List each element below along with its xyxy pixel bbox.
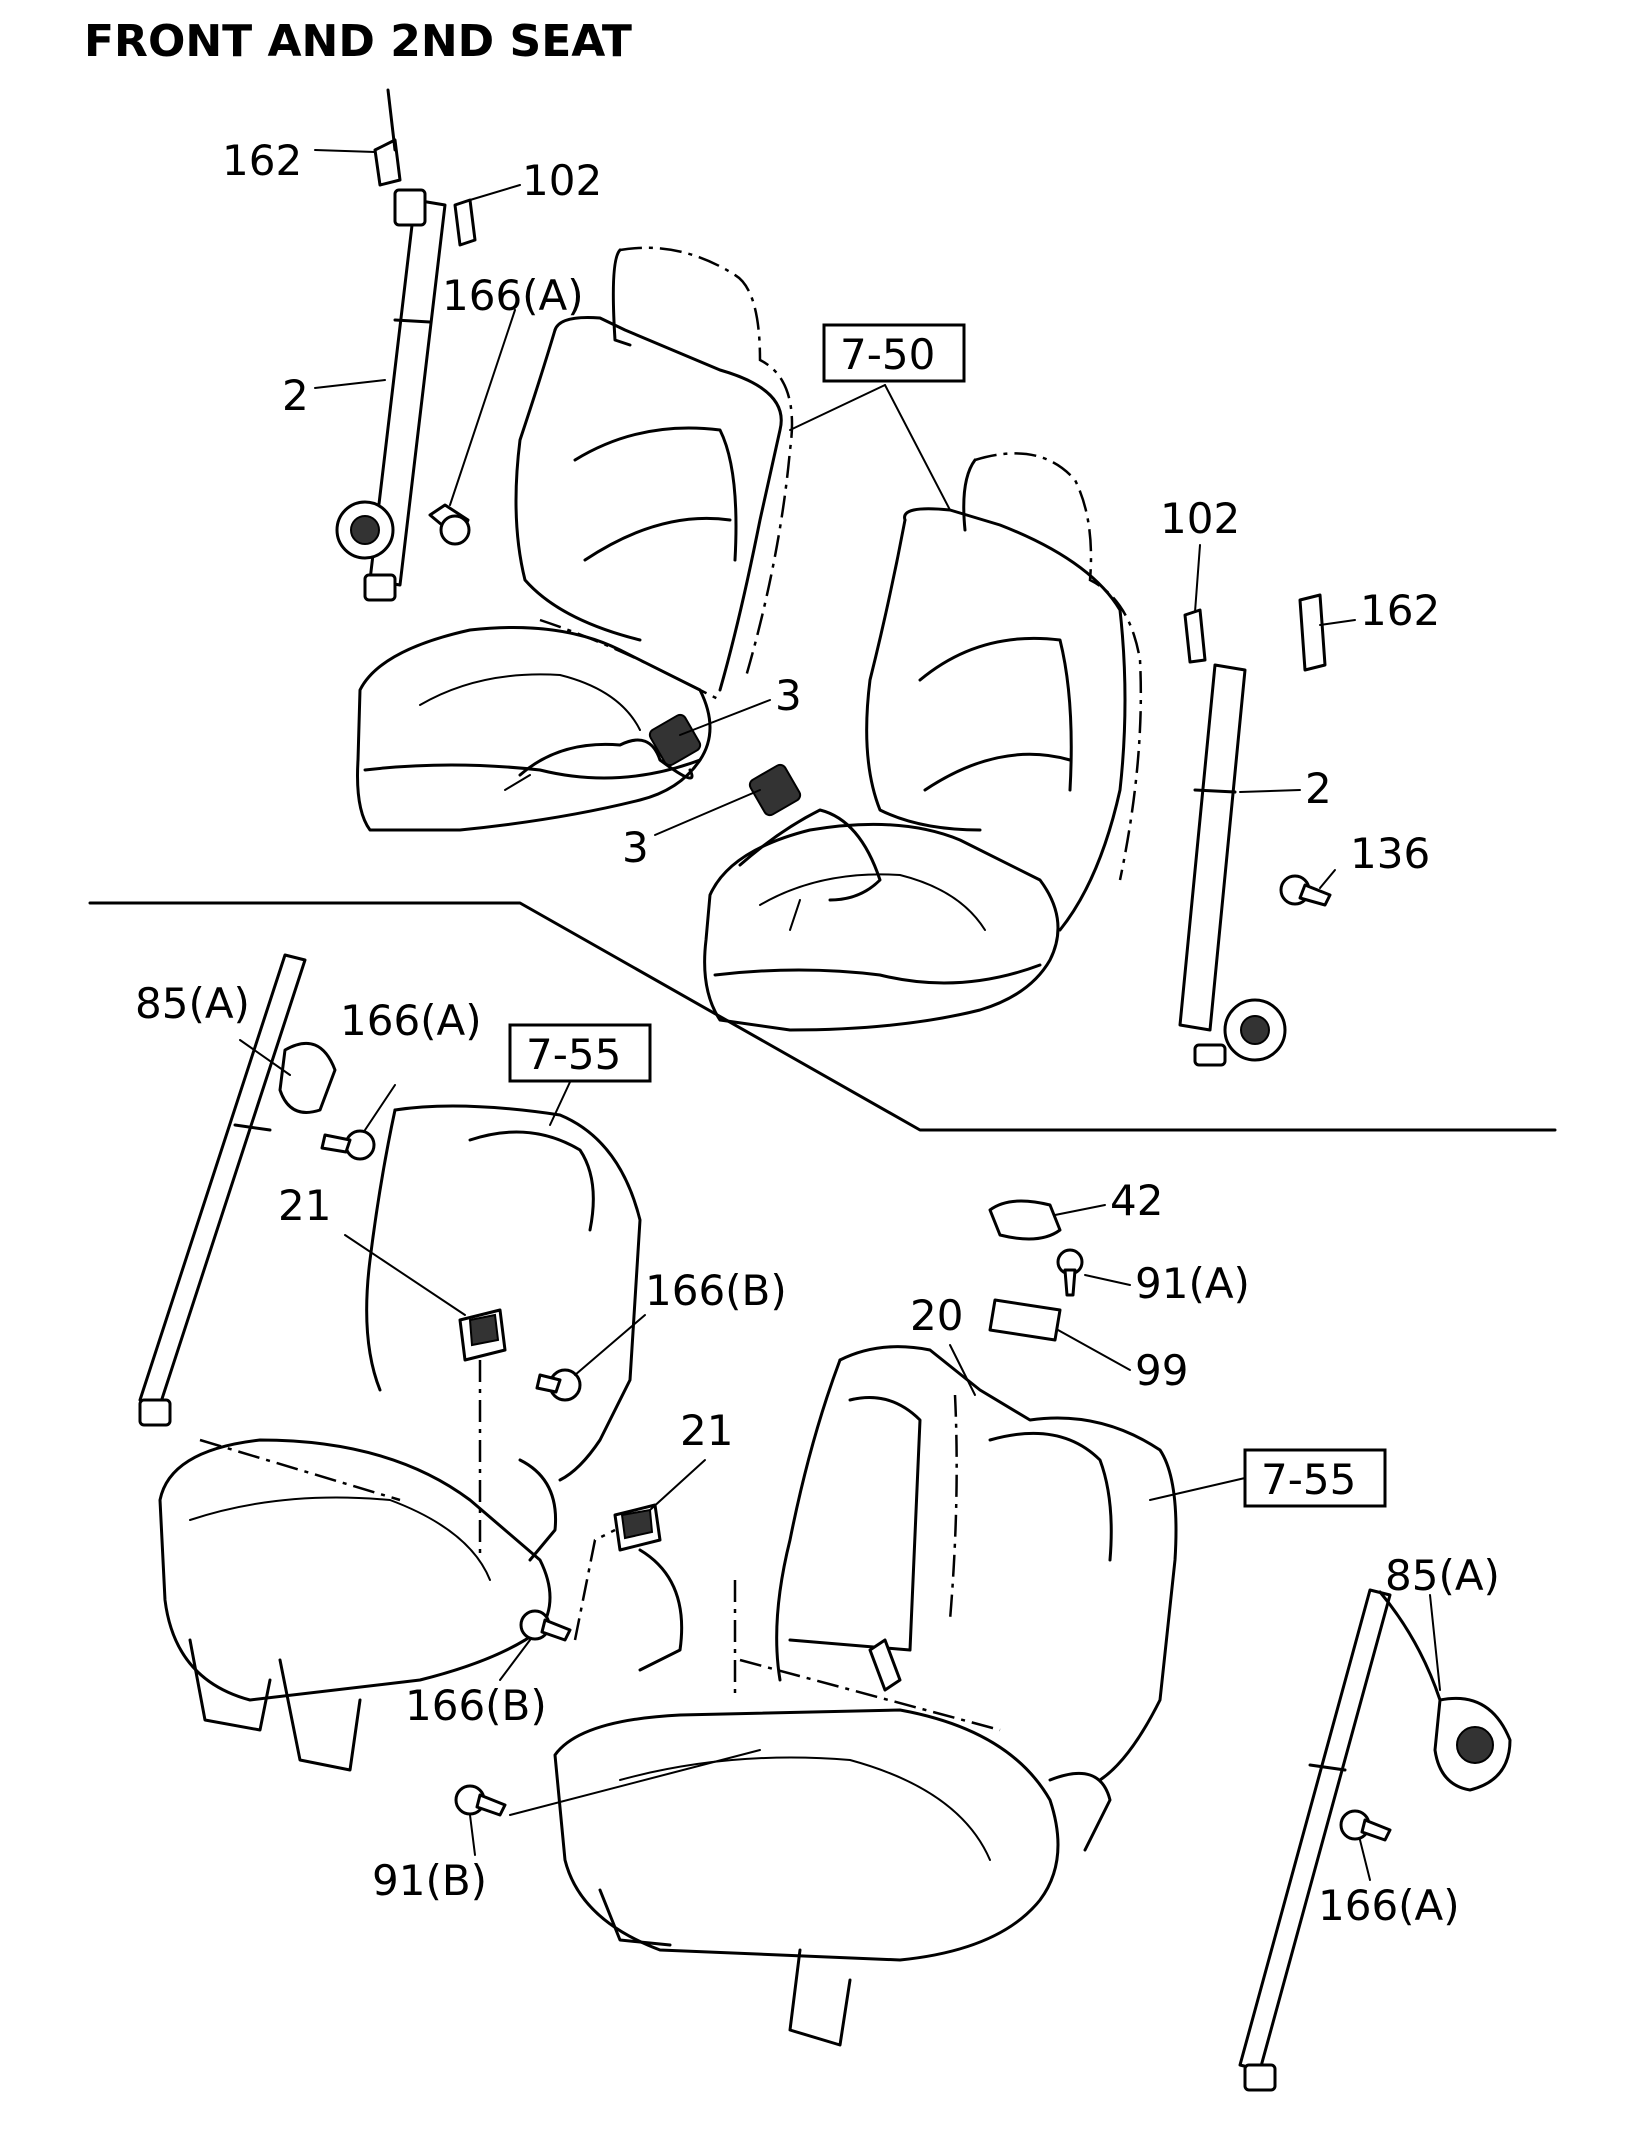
callout-166a-top[interactable]: 166(A) — [442, 271, 584, 320]
callout-99[interactable]: 99 — [1135, 1346, 1188, 1395]
callout-166a-bottom[interactable]: 166(A) — [1318, 1881, 1460, 1930]
callout-102-left[interactable]: 102 — [522, 156, 602, 205]
callout-21-a[interactable]: 21 — [278, 1181, 331, 1230]
callout-162-left[interactable]: 162 — [222, 136, 302, 185]
ref-box-second-seat-right[interactable]: 7-55 — [1243, 1448, 1387, 1508]
callout-2-right[interactable]: 2 — [1305, 764, 1332, 813]
callout-2-left[interactable]: 2 — [282, 371, 309, 420]
front-seat-right — [703, 452, 1143, 1032]
diagram-title: FRONT AND 2ND SEAT — [84, 16, 632, 67]
ref-label-second-seat-right: 7-55 — [1261, 1455, 1356, 1504]
callout-3-a[interactable]: 3 — [775, 671, 802, 720]
callout-3-b[interactable]: 3 — [622, 823, 649, 872]
ref-label-second-seat-left: 7-55 — [526, 1030, 621, 1079]
callout-20[interactable]: 20 — [910, 1291, 963, 1340]
ref-box-front-seat[interactable]: 7-50 — [822, 323, 966, 383]
callout-85a-left[interactable]: 85(A) — [135, 979, 250, 1028]
callout-42[interactable]: 42 — [1110, 1176, 1163, 1225]
leader-lines — [239, 149, 1441, 1881]
callout-21-b[interactable]: 21 — [680, 1406, 733, 1455]
ref-label-front-seat: 7-50 — [840, 330, 935, 379]
section-divider-line — [88, 901, 1557, 1132]
second-seat-right — [454, 1199, 1178, 2047]
front-belt-left — [335, 88, 477, 602]
second-belt-right — [1238, 1588, 1512, 2092]
front-seat-left — [356, 246, 794, 832]
callout-166a-mid[interactable]: 166(A) — [340, 996, 482, 1045]
callout-91a[interactable]: 91(A) — [1135, 1259, 1250, 1308]
second-belt-left — [138, 953, 376, 1427]
callout-91b[interactable]: 91(B) — [372, 1856, 487, 1905]
callout-136[interactable]: 136 — [1350, 829, 1430, 878]
callout-85a-right[interactable]: 85(A) — [1385, 1551, 1500, 1600]
callout-102-right[interactable]: 102 — [1160, 494, 1240, 543]
callout-166b-b[interactable]: 166(B) — [405, 1681, 547, 1730]
second-seat-left — [158, 1104, 642, 1772]
callout-162-right[interactable]: 162 — [1360, 586, 1440, 635]
ref-box-second-seat-left[interactable]: 7-55 — [508, 1023, 652, 1083]
front-belt-right — [1178, 593, 1332, 1067]
callout-166b-a[interactable]: 166(B) — [645, 1266, 787, 1315]
